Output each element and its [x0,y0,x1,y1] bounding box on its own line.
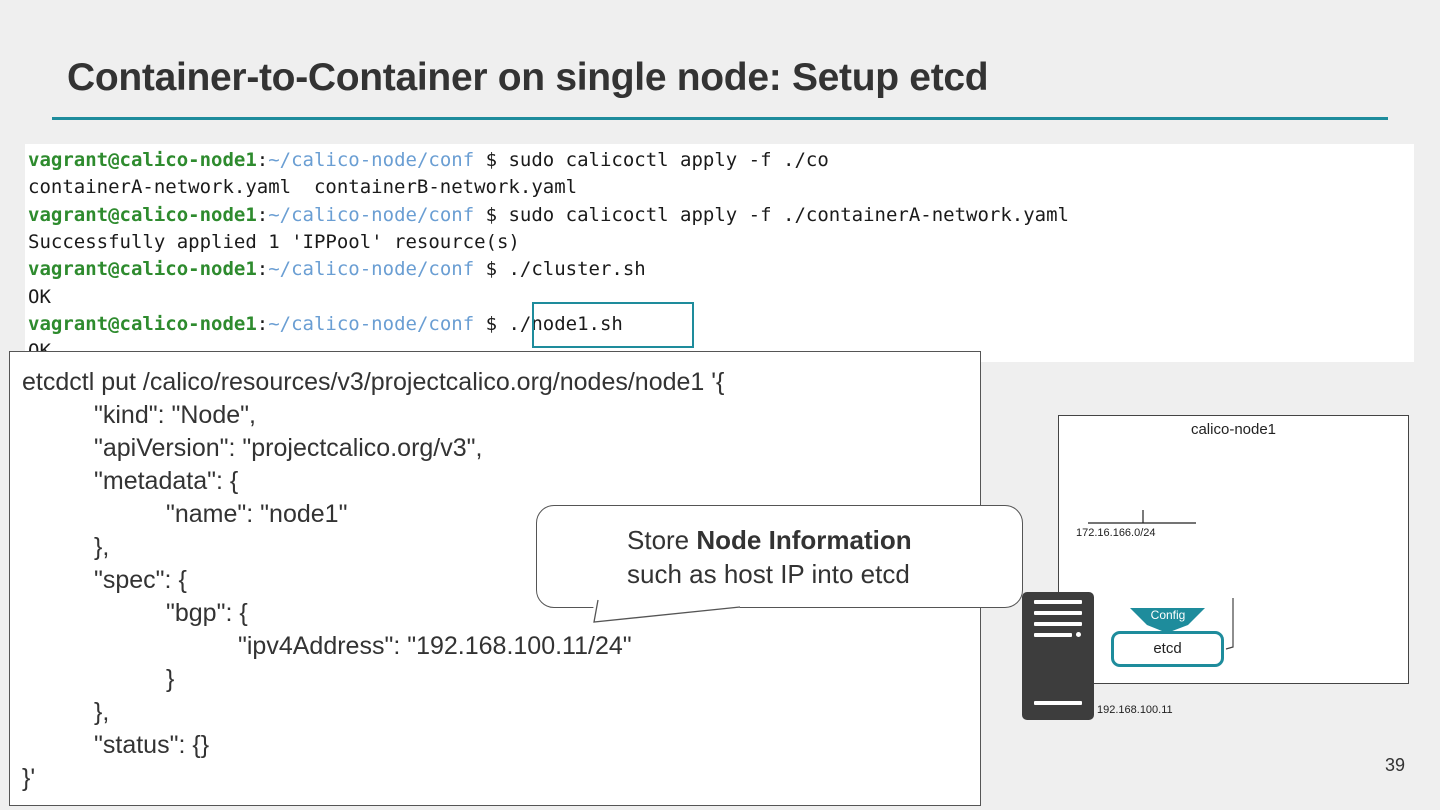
terminal-command: ./node1.sh [508,312,623,335]
slide-title: Container-to-Container on single node: S… [67,56,989,99]
subnet-label: 172.16.166.0/24 [1076,527,1156,539]
code-line: "ipv4Address": "192.168.100.11/24" [238,632,632,660]
prompt-path: ~/calico-node/conf [268,258,475,281]
title-underline [52,117,1388,120]
code-line: "name": "node1" [166,500,348,528]
terminal-output-text: containerA-network.yaml containerB-netwo… [28,176,578,199]
terminal-command: sudo calicoctl apply -f ./co [508,149,829,171]
code-line: } [166,665,175,693]
callout-tail [590,596,741,623]
code-line: "kind": "Node", [94,401,256,429]
node-title: calico-node1 [1190,421,1277,438]
prompt-user: vagrant@calico-node1 [28,149,257,171]
prompt-path: ~/calico-node/conf [268,312,475,335]
code-line: }, [94,533,110,561]
server-bar [1034,633,1072,637]
terminal-line: vagrant@calico-node1:~/calico-node/conf … [28,147,829,174]
prompt-path: ~/calico-node/conf [268,203,475,226]
node-diagram-lines [1088,510,1234,650]
callout-line2: such as host IP into etcd [627,559,910,589]
prompt-user: vagrant@calico-node1 [28,312,257,335]
page-number: 39 [1385,755,1406,775]
server-bar [1034,611,1082,615]
prompt-dollar: $ [474,312,509,335]
config-arrow-icon [1130,608,1205,633]
prompt-path: ~/calico-node/conf [268,149,475,171]
terminal-line: OK [28,284,51,311]
code-line: "apiVersion": "projectcalico.org/v3", [94,434,483,462]
server-icon [1022,592,1094,720]
prompt-user: vagrant@calico-node1 [28,258,257,281]
prompt-separator: : [256,312,269,335]
terminal-line: containerA-network.yaml containerB-netwo… [28,174,577,201]
code-line: "spec": { [94,566,187,594]
prompt-separator: : [256,258,269,281]
command-highlight-box [532,302,694,348]
code-line: }, [94,698,110,726]
prompt-user: vagrant@calico-node1 [28,203,257,226]
terminal-line: vagrant@calico-node1:~/calico-node/conf … [28,202,1069,229]
server-bar [1034,701,1082,705]
terminal-line: vagrant@calico-node1:~/calico-node/conf … [28,256,646,283]
terminal-command: ./cluster.sh [508,258,646,281]
server-bar [1034,622,1082,626]
callout-bubble [536,505,1023,608]
callout-bold-text: Node Information [696,525,912,555]
server-bar [1034,600,1082,604]
code-line: "bgp": { [166,599,248,627]
terminal-output-text: OK [28,285,51,308]
terminal-output-text: Successfully applied 1 'IPPool' resource… [28,230,520,253]
code-line: "metadata": { [94,467,239,495]
config-label: Config [1150,608,1186,622]
prompt-separator: : [256,203,269,226]
code-line: }' [22,764,36,792]
terminal-output: vagrant@calico-node1:~/calico-node/conf … [25,144,1414,362]
prompt-separator: : [256,149,269,171]
prompt-dollar: $ [474,203,509,226]
etcd-box: etcd [1111,631,1224,667]
terminal-command: sudo calicoctl apply -f ./containerA-net… [508,203,1069,226]
prompt-dollar: $ [474,258,509,281]
terminal-line: vagrant@calico-node1:~/calico-node/conf … [28,311,623,338]
code-line: etcdctl put /calico/resources/v3/project… [22,368,725,396]
prompt-dollar: $ [474,149,509,171]
terminal-line: Successfully applied 1 'IPPool' resource… [28,229,520,256]
callout-prefix: Store [627,525,697,555]
callout-text: Store Node Information such as host IP i… [627,523,912,591]
host-ip-label: 192.168.100.11 [1097,704,1173,716]
server-led [1076,632,1081,637]
code-line: "status": {} [94,731,210,759]
